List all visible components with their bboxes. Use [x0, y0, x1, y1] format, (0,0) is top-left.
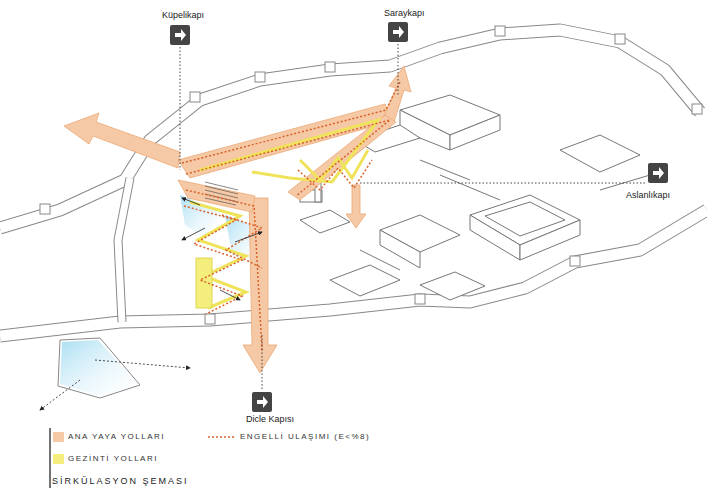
legend-text: ANA YAYA YOLLARI — [68, 432, 165, 442]
gate-leaders — [180, 44, 646, 390]
city-wall — [0, 30, 707, 398]
gate-label: Küpelikapı — [160, 10, 206, 21]
legend-line-sample — [208, 436, 235, 438]
view-arrows — [40, 198, 262, 410]
legend-bar — [49, 428, 51, 488]
legend-text: ENGELLİ ULAŞIMI (E<%8) — [240, 432, 370, 442]
wall-towers — [40, 26, 702, 324]
legend-swatch — [53, 432, 64, 442]
accessible-routes — [182, 82, 400, 350]
gate-label: Aslanlıkapı — [624, 190, 672, 201]
legend-swatch — [53, 454, 64, 464]
gate-icon — [170, 22, 668, 412]
caption: SİRKÜLASYON ŞEMASI — [52, 476, 189, 487]
gate-label: Dicle Kapısı — [244, 414, 296, 425]
view-wedge — [60, 340, 138, 396]
gate-label: Saraykapı — [382, 8, 427, 19]
main-routes — [64, 66, 411, 373]
legend-text: GEZİNTİ YOLLARI — [68, 454, 158, 464]
